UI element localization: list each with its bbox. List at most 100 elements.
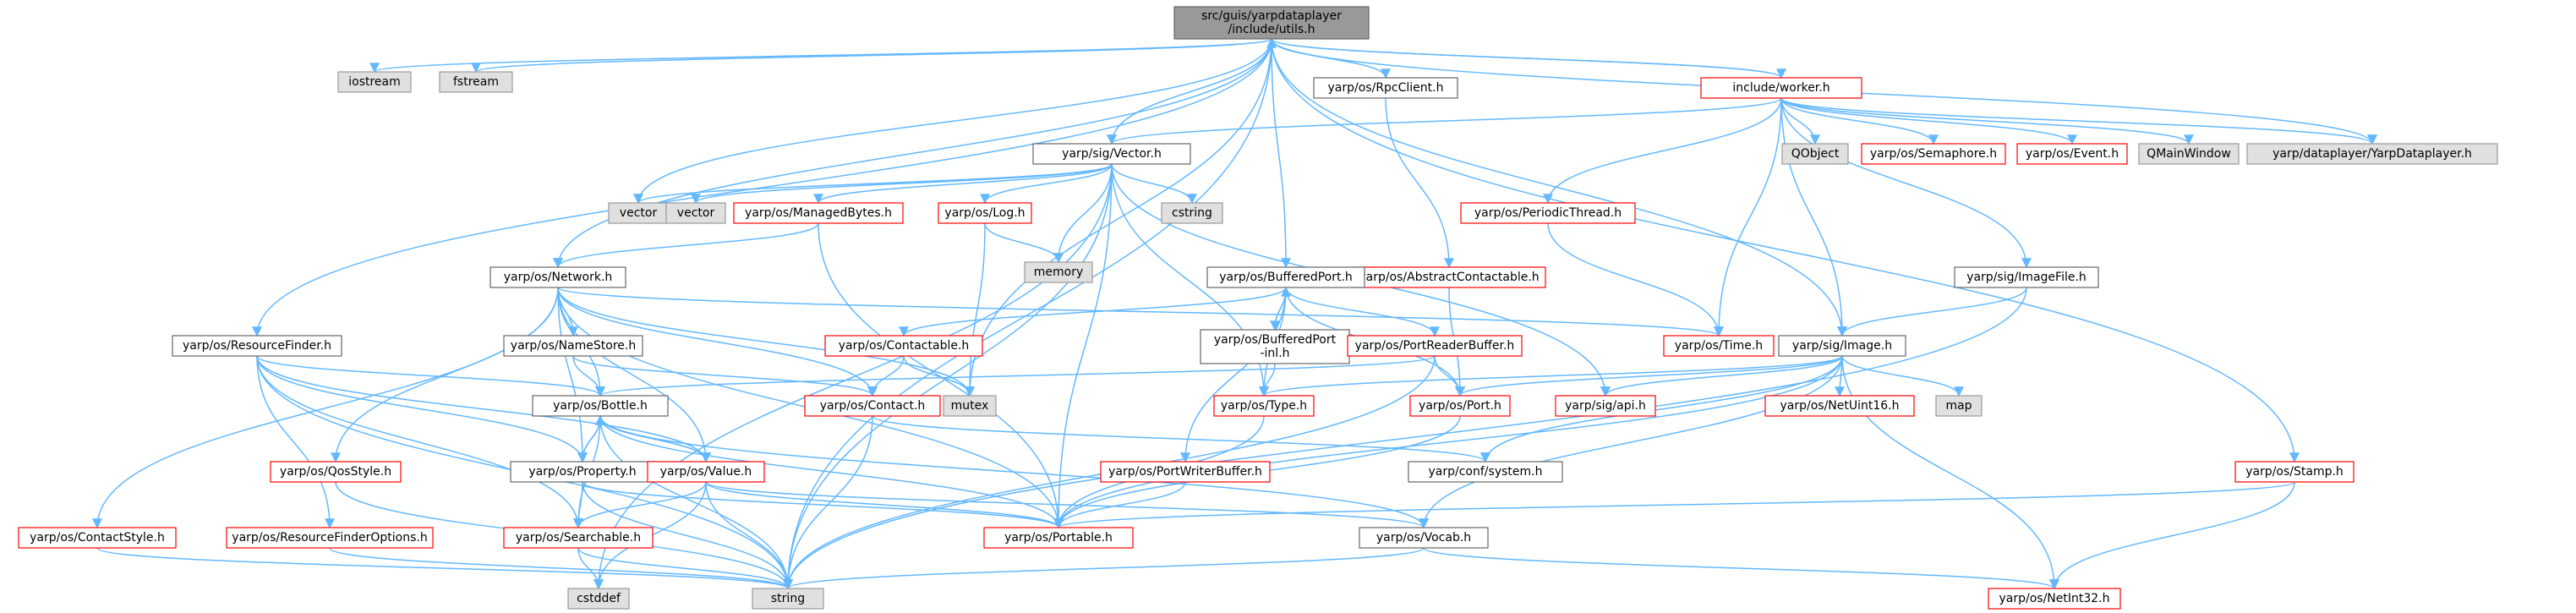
node-netint32[interactable]: yarp/os/NetInt32.h: [1988, 588, 2121, 610]
node-mutex[interactable]: mutex: [943, 395, 997, 417]
edge-portreaderbuffer-to-bottle: [595, 355, 1436, 397]
node-qobject[interactable]: QObject: [1781, 143, 1849, 165]
edge-imagefile-to-string: [783, 287, 2027, 590]
node-periodicthread[interactable]: yarp/os/PeriodicThread.h: [1460, 202, 1636, 224]
node-label-searchable: yarp/os/Searchable.h: [516, 531, 641, 545]
node-box-vector_h: [1032, 143, 1191, 165]
node-imagefile[interactable]: yarp/sig/ImageFile.h: [1954, 266, 2099, 288]
edge-network-to-qosstyle: [331, 287, 559, 463]
node-searchable[interactable]: yarp/os/Searchable.h: [503, 527, 654, 549]
node-label-bufferedportinl: -inl.h: [1260, 347, 1289, 360]
node-nameStore[interactable]: yarp/os/NameStore.h: [503, 335, 643, 357]
node-network[interactable]: yarp/os/Network.h: [489, 266, 626, 288]
node-qmainwindow[interactable]: QMainWindow: [2138, 143, 2240, 165]
node-abstractcontactable[interactable]: yarp/os/AbstractContactable.h: [1352, 266, 1546, 288]
edge-value-to-portable: [705, 481, 1064, 529]
node-cstddef[interactable]: cstddef: [567, 588, 630, 610]
node-bufferedport[interactable]: yarp/os/BufferedPort.h: [1206, 266, 1365, 288]
edge-worker-to-time: [1714, 97, 1782, 337]
node-string[interactable]: string: [752, 588, 824, 610]
node-port[interactable]: yarp/os/Port.h: [1409, 395, 1511, 417]
edge-resourcefinder-to-bottle: [256, 355, 605, 397]
node-label-string: string: [771, 592, 805, 605]
edge-resourcefinder-to-value: [256, 355, 711, 463]
edge-root-to-resourcefinder: [252, 38, 1272, 337]
node-event[interactable]: yarp/os/Event.h: [2016, 143, 2128, 165]
node-time[interactable]: yarp/os/Time.h: [1663, 335, 1775, 357]
edge-worker-to-event: [1780, 97, 2077, 145]
node-cstring[interactable]: cstring: [1161, 202, 1223, 224]
node-bottle[interactable]: yarp/os/Bottle.h: [532, 395, 669, 417]
node-box-contactstyle: [18, 527, 177, 549]
edge-network-to-contact: [557, 287, 878, 397]
node-type[interactable]: yarp/os/Type.h: [1213, 395, 1315, 417]
edge-value-to-vocab: [705, 481, 1429, 529]
node-resourcefinder[interactable]: yarp/os/ResourceFinder.h: [172, 335, 342, 357]
node-sigapi[interactable]: yarp/sig/api.h: [1555, 395, 1656, 417]
node-semaphore[interactable]: yarp/os/Semaphore.h: [1861, 143, 2006, 165]
node-portreaderbuffer[interactable]: yarp/os/PortReaderBuffer.h: [1347, 335, 1523, 357]
node-yarpdataplayer[interactable]: yarp/dataplayer/YarpDataplayer.h: [2246, 143, 2498, 165]
edge-vocab-to-netint32: [1423, 547, 2059, 590]
node-vector[interactable]: vector: [608, 202, 669, 224]
node-box-netint32: [1988, 588, 2121, 610]
node-label-sigapi: yarp/sig/api.h: [1565, 399, 1646, 413]
node-bufferedportinl[interactable]: yarp/os/BufferedPort-inl.h: [1200, 329, 1350, 364]
node-value[interactable]: yarp/os/Value.h: [647, 461, 765, 483]
node-qosstyle[interactable]: yarp/os/QosStyle.h: [270, 461, 402, 483]
node-box-sigapi: [1555, 395, 1656, 417]
node-contact[interactable]: yarp/os/Contact.h: [804, 395, 941, 417]
node-box-network: [489, 266, 626, 288]
edge-resourcefinder-to-searchable: [256, 355, 583, 529]
edge-vector_h-to-log: [980, 163, 1113, 205]
node-map[interactable]: map: [1935, 395, 1983, 417]
node-label-mutex: mutex: [951, 399, 989, 413]
node-stamp[interactable]: yarp/os/Stamp.h: [2234, 461, 2354, 483]
node-box-periodicthread: [1460, 202, 1636, 224]
node-label-netuint16: yarp/os/NetUint16.h: [1780, 399, 1899, 413]
node-resourcefinderoptions[interactable]: yarp/os/ResourceFinderOptions.h: [226, 527, 434, 549]
node-label-contactstyle: yarp/os/ContactStyle.h: [30, 531, 165, 545]
node-managedbytes[interactable]: yarp/os/ManagedBytes.h: [733, 202, 904, 224]
node-label-portreaderbuffer: yarp/os/PortReaderBuffer.h: [1355, 339, 1515, 353]
edge-worker-to-imagefile: [1780, 97, 2032, 269]
node-label-stamp: yarp/os/Stamp.h: [2245, 465, 2344, 479]
node-box-log: [938, 202, 1032, 224]
node-box-nameStore: [503, 335, 643, 357]
node-box-portwriterbuffer: [1100, 461, 1271, 483]
node-image[interactable]: yarp/sig/Image.h: [1778, 335, 1906, 357]
node-vocab[interactable]: yarp/os/Vocab.h: [1359, 527, 1489, 549]
node-iostream[interactable]: iostream: [337, 71, 412, 93]
edge-periodicthread-to-time: [1547, 222, 1724, 337]
node-label-resourcefinder: yarp/os/ResourceFinder.h: [183, 339, 331, 353]
node-box-qmainwindow: [2138, 143, 2240, 165]
node-vector_h[interactable]: yarp/sig/Vector.h: [1032, 143, 1191, 165]
edge-root-to-fstream: [471, 38, 1272, 74]
node-label-yarpdataplayer: yarp/dataplayer/YarpDataplayer.h: [2272, 147, 2472, 161]
node-box-event: [2016, 143, 2128, 165]
node-label-map: map: [1945, 399, 1972, 413]
node-confsystem[interactable]: yarp/conf/system.h: [1408, 461, 1563, 483]
node-netuint16[interactable]: yarp/os/NetUint16.h: [1764, 395, 1915, 417]
edge-image-to-map: [1841, 355, 1964, 397]
node-label-abstractcontactable: yarp/os/AbstractContactable.h: [1359, 271, 1539, 284]
node-box-resourcefinder: [172, 335, 342, 357]
node-portwriterbuffer[interactable]: yarp/os/PortWriterBuffer.h: [1100, 461, 1271, 483]
node-box-worker: [1700, 77, 1862, 99]
node-contactstyle[interactable]: yarp/os/ContactStyle.h: [18, 527, 177, 549]
node-vector2[interactable]: vector: [665, 202, 726, 224]
node-box-semaphore: [1861, 143, 2006, 165]
node-worker[interactable]: include/worker.h: [1700, 77, 1862, 99]
node-portable[interactable]: yarp/os/Portable.h: [983, 527, 1134, 549]
edge-layer: [92, 37, 2377, 590]
node-rpcclient[interactable]: yarp/os/RpcClient.h: [1313, 77, 1458, 99]
edge-vector_h-to-memory: [1053, 163, 1113, 264]
node-property[interactable]: yarp/os/Property.h: [510, 461, 655, 483]
edge-rpcclient-to-abstractcontactable: [1385, 97, 1454, 269]
node-contactable[interactable]: yarp/os/Contactable.h: [824, 335, 983, 357]
node-memory[interactable]: memory: [1024, 261, 1093, 283]
node-fstream[interactable]: fstream: [439, 71, 513, 93]
node-log[interactable]: yarp/os/Log.h: [938, 202, 1032, 224]
node-label-qosstyle: yarp/os/QosStyle.h: [280, 465, 391, 479]
node-root[interactable]: src/guis/yarpdataplayer/include/utils.h: [1173, 6, 1370, 40]
